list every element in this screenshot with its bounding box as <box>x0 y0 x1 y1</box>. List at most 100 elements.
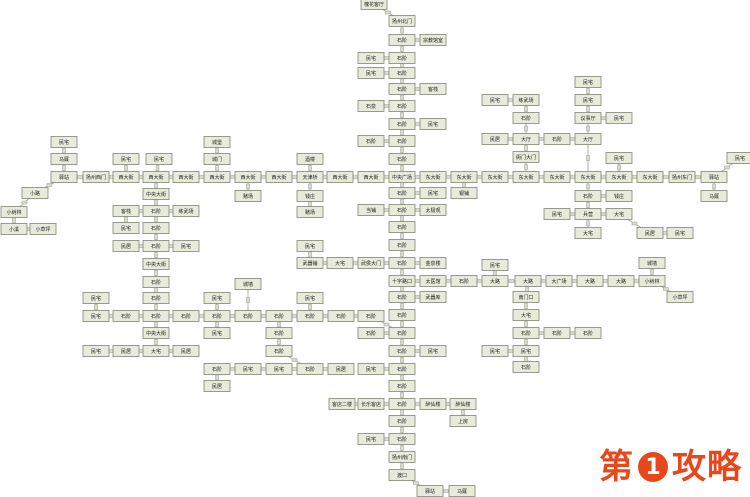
room-box <box>419 83 447 95</box>
room-node: 衙门大门 <box>512 151 540 163</box>
room-label: 大广场 <box>551 278 566 285</box>
room-node: 民宅 <box>203 327 231 339</box>
room-label: 西大街 <box>332 174 347 181</box>
room-label: 金泉楼 <box>425 260 440 267</box>
room-node: 民宅 <box>512 345 540 357</box>
room-box <box>545 275 573 287</box>
room-node: 石阶 <box>296 363 324 375</box>
room-node: 民居 <box>481 133 509 145</box>
room-node: 石阶 <box>112 310 140 322</box>
room-label: 石阶 <box>397 312 407 319</box>
room-box <box>419 118 447 130</box>
room-node: 扬州南门 <box>388 451 416 463</box>
room-node: 大厅 <box>512 133 540 145</box>
room-box <box>574 208 602 220</box>
path-connector <box>586 202 590 208</box>
room-node: 东大街 <box>636 171 664 183</box>
room-box <box>112 345 140 357</box>
room-label: 石阶 <box>121 313 131 320</box>
path-connector <box>352 175 359 179</box>
room-box <box>357 310 385 322</box>
room-node: 中央广场 <box>388 171 416 183</box>
path-connector <box>600 194 607 198</box>
room-node: 银铺 <box>450 187 478 199</box>
room-label: 石阶 <box>212 366 222 373</box>
room-label: 西大街 <box>363 174 378 181</box>
room-box <box>388 398 416 410</box>
room-label: 民宅 <box>59 139 69 146</box>
room-node: 石阶 <box>512 327 540 339</box>
room-box <box>388 415 416 427</box>
path-connector <box>322 314 329 318</box>
room-box <box>112 153 140 165</box>
room-label: 石阶 <box>305 313 315 320</box>
room-node: 小路 <box>21 187 49 199</box>
room-node: 武器库 <box>419 291 447 303</box>
room-label: 石阶 <box>397 348 407 355</box>
room-label: 东大街 <box>487 174 502 181</box>
room-label: 民宅 <box>212 330 222 337</box>
room-label: 渡口 <box>397 472 407 479</box>
room-node: 大宅 <box>574 227 602 239</box>
path-connector <box>383 139 390 143</box>
room-box <box>388 135 416 147</box>
room-label: 石阶 <box>151 225 161 232</box>
path-connector <box>277 339 281 345</box>
room-box <box>700 171 728 183</box>
room-node: 石阶 <box>388 291 416 303</box>
room-box <box>357 257 385 269</box>
path-connector <box>198 314 205 318</box>
path-connector <box>308 183 312 190</box>
room-label: 民宅 <box>366 70 376 77</box>
room-box <box>666 291 694 303</box>
room-node: 西大街 <box>234 171 262 183</box>
room-node: 兵营 <box>574 208 602 220</box>
room-node: 马厩 <box>700 190 728 202</box>
room-label: 客栈 <box>428 86 438 93</box>
path-connector <box>445 175 452 179</box>
room-node: 民宅 <box>419 118 447 130</box>
room-node: 石阶 <box>388 135 416 147</box>
room-box <box>419 187 447 199</box>
path-connector <box>229 175 236 179</box>
room-box <box>82 171 110 183</box>
path-connector <box>400 78 404 84</box>
room-node: 石阶 <box>388 118 416 130</box>
path-connector <box>445 279 452 283</box>
path-connector <box>400 321 404 327</box>
room-box <box>512 171 540 183</box>
room-box <box>481 94 509 106</box>
path-connector <box>569 212 576 216</box>
room-box <box>388 345 416 357</box>
path-connector <box>602 279 609 283</box>
room-label: 石阶 <box>366 138 376 145</box>
path-connector <box>650 269 654 275</box>
room-node: 民居 <box>112 240 140 252</box>
room-node: 东大街 <box>574 171 602 183</box>
room-box <box>265 171 293 183</box>
room-box <box>357 171 385 183</box>
path-connector <box>462 182 466 188</box>
room-label: 武侯大门 <box>361 260 381 267</box>
room-box <box>357 67 385 79</box>
path-connector <box>154 321 158 328</box>
room-node: 石阶 <box>142 222 170 234</box>
path-connector <box>414 208 421 212</box>
room-node: 大路 <box>607 275 635 287</box>
room-label: 大宅 <box>614 211 624 218</box>
room-box <box>450 171 478 183</box>
room-node: 马厩 <box>50 153 78 165</box>
room-box <box>142 188 170 200</box>
room-node: 民宅 <box>357 67 385 79</box>
room-box <box>388 15 416 27</box>
path-connector <box>414 402 421 406</box>
room-node: 石阶 <box>388 257 416 269</box>
room-box <box>419 171 447 183</box>
room-box <box>142 222 170 234</box>
room-node: 民宅 <box>112 153 140 165</box>
room-label: 中央大街 <box>146 261 166 268</box>
room-box <box>388 309 416 321</box>
watermark-suffix: 攻略 <box>672 447 742 487</box>
room-box <box>481 259 509 271</box>
room-node: 石阶 <box>388 153 416 165</box>
